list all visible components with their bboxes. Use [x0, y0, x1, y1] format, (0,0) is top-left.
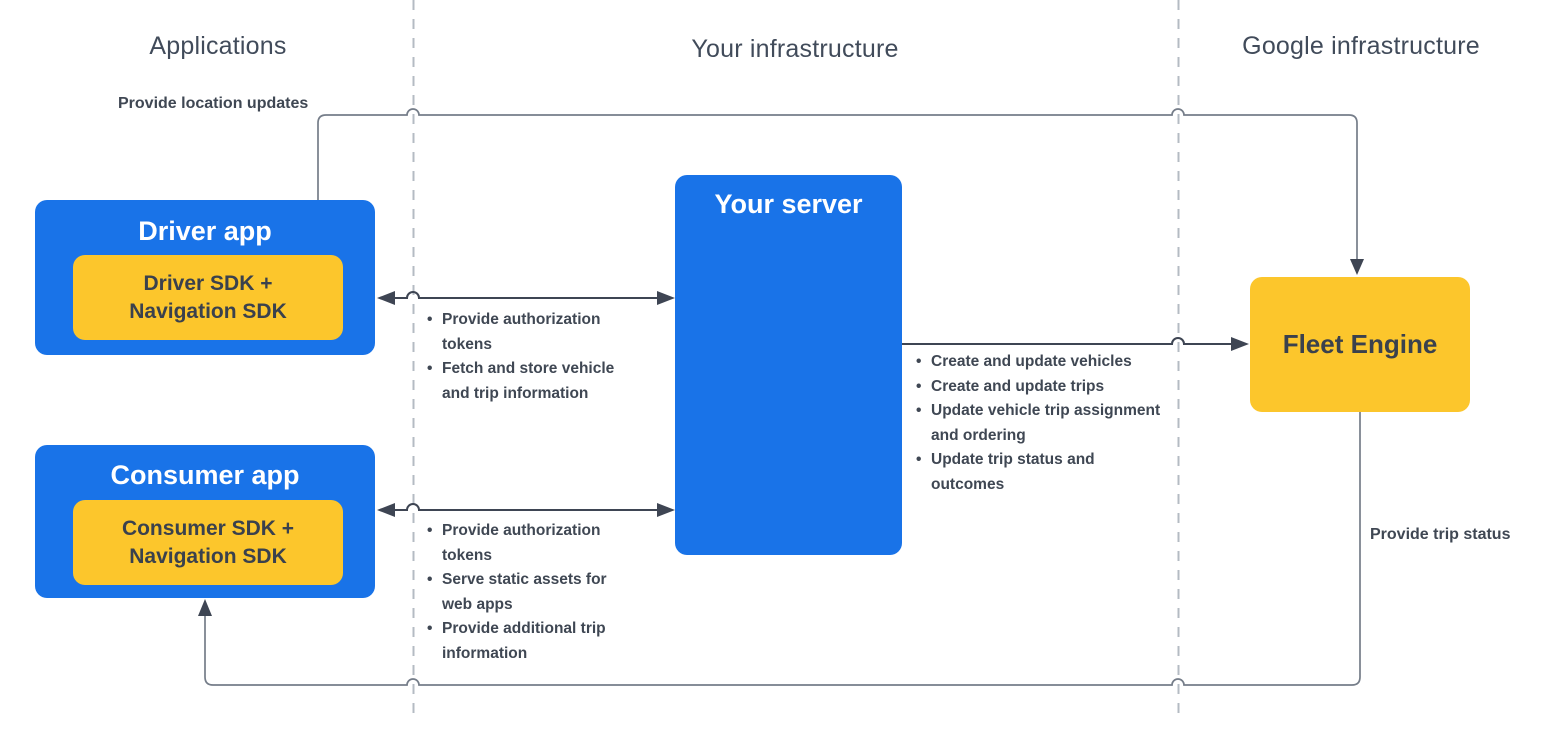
- edge-driver-server-arrowhead-right: [657, 291, 675, 305]
- bullets-server-fleet: Create and update vehiclesCreate and upd…: [916, 350, 1171, 497]
- bullet-item: Serve static assets for web apps: [427, 568, 632, 617]
- your-server-title: Your server: [714, 189, 863, 219]
- edge-driver-to-fleet-arrowhead: [1350, 259, 1364, 275]
- node-fleet-engine: Fleet Engine: [1250, 277, 1470, 412]
- edge-driver-server-line: [394, 291, 658, 299]
- bullet-item: Create and update vehicles: [916, 350, 1171, 375]
- lane-header-google-infrastructure: Google infrastructure: [1242, 32, 1480, 60]
- node-driver-sdk: Driver SDK + Navigation SDK: [73, 255, 343, 340]
- lane-header-applications: Applications: [149, 32, 287, 60]
- bullet-item: Update vehicle trip assignment and order…: [916, 399, 1171, 448]
- bullet-item: Provide authorization tokens: [427, 308, 632, 357]
- edge-server-to-fleet-arrowhead: [1231, 337, 1249, 351]
- label-provide-trip-status: Provide trip status: [1370, 526, 1511, 543]
- edge-server-to-fleet-line: [902, 337, 1231, 345]
- bullet-item: Provide additional trip information: [427, 617, 632, 666]
- bullet-item: Update trip status and outcomes: [916, 448, 1171, 497]
- edge-consumer-server-arrowhead-left: [377, 503, 395, 517]
- node-your-server: Your server: [675, 175, 902, 555]
- bullet-item: Provide authorization tokens: [427, 519, 632, 568]
- bullets-consumer-server: Provide authorization tokensServe static…: [427, 519, 632, 666]
- consumer-app-title: Consumer app: [110, 460, 300, 490]
- label-provide-location-updates: Provide location updates: [118, 95, 309, 112]
- edge-consumer-server-arrowhead-right: [657, 503, 675, 517]
- lane-header-your-infrastructure: Your infrastructure: [691, 35, 899, 63]
- edge-fleet-to-consumer-arrowhead: [198, 599, 212, 616]
- bullets-driver-server: Provide authorization tokensFetch and st…: [427, 308, 632, 406]
- bullet-item: Create and update trips: [916, 375, 1171, 400]
- node-consumer-sdk: Consumer SDK + Navigation SDK: [73, 500, 343, 585]
- driver-app-title: Driver app: [138, 216, 272, 246]
- edge-driver-server-arrowhead-left: [377, 291, 395, 305]
- bullet-item: Fetch and store vehicle and trip informa…: [427, 357, 632, 406]
- edge-consumer-server-line: [394, 503, 658, 511]
